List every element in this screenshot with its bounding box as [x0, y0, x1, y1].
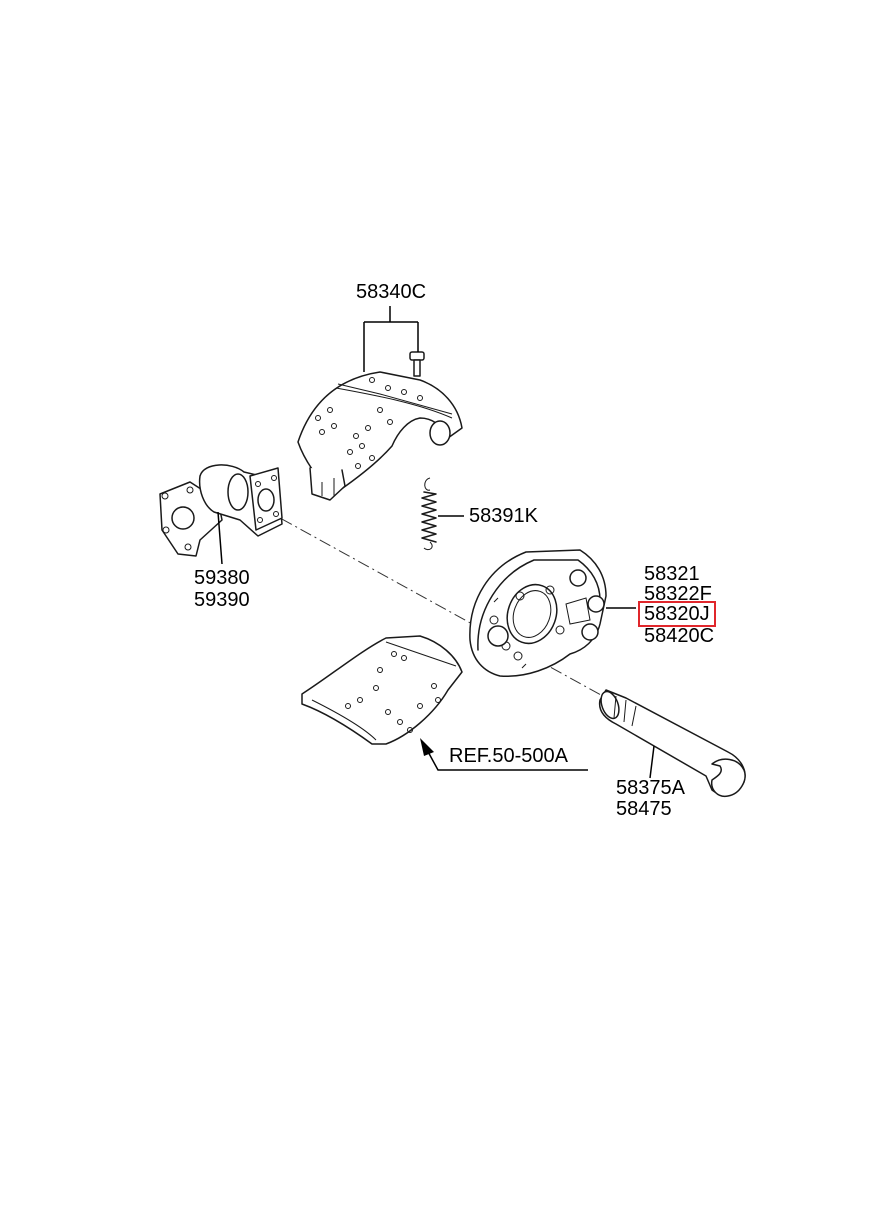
leader-58340c	[363, 306, 419, 372]
label-58375a[interactable]: 58375A	[616, 777, 685, 799]
leader-58375a	[649, 745, 655, 779]
label-58322f[interactable]: 58322F	[644, 583, 712, 605]
label-58320j-highlighted[interactable]: 58320J	[638, 601, 716, 627]
leader-59380	[217, 511, 223, 565]
ref-arrow	[420, 738, 588, 771]
brake-shoe-upper[interactable]	[297, 351, 463, 501]
center-axis-line	[261, 507, 611, 701]
brake-spider-plate[interactable]	[469, 549, 607, 677]
anchor-bracket[interactable]	[159, 464, 283, 557]
brake-shoe-lower[interactable]	[301, 635, 463, 745]
label-58475[interactable]: 58475	[616, 798, 672, 820]
label-58420c[interactable]: 58420C	[644, 625, 715, 647]
label-59380[interactable]: 59380	[194, 567, 250, 589]
label-59390[interactable]: 59390	[194, 589, 250, 611]
label-58391k[interactable]: 58391K	[469, 505, 538, 527]
return-spring[interactable]	[421, 477, 437, 551]
label-58340c[interactable]: 58340C	[356, 281, 427, 303]
label-ref-50-500a[interactable]: REF.50-500A	[449, 745, 568, 767]
label-58321[interactable]: 58321	[644, 563, 700, 585]
brake-camshaft[interactable]	[598, 689, 746, 798]
